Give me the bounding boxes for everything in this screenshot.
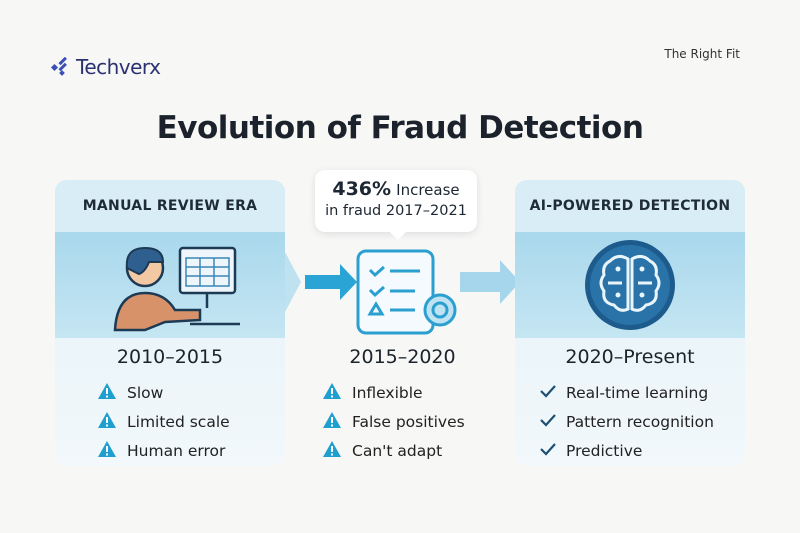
list-item: Predictive <box>515 436 745 465</box>
era-label: 2015–2020 <box>349 346 456 368</box>
tagline: The Right Fit <box>664 47 740 61</box>
warning-icon <box>97 440 117 462</box>
brain-icon <box>585 240 675 330</box>
stat-value: 436% <box>332 178 392 200</box>
stat-callout: 436% Increase in fraud 2017–2021 <box>315 170 477 240</box>
list-item: Pattern recognition <box>515 407 745 436</box>
list-item: Can't adapt <box>290 436 515 465</box>
techverx-logo-icon <box>50 57 67 76</box>
warning-icon <box>322 382 342 404</box>
list-item: Human error <box>55 436 285 465</box>
brand-logo: Techverx <box>50 55 161 79</box>
page-title: Evolution of Fraud Detection <box>156 110 644 146</box>
list-item: Slow <box>55 378 285 407</box>
list-item: Inflexible <box>290 378 515 407</box>
warning-icon <box>322 440 342 462</box>
list-item: Real-time learning <box>515 378 745 407</box>
check-icon <box>540 413 556 431</box>
check-icon <box>540 442 556 460</box>
stage-manual-review: MANUAL REVIEW ERA 2010–2015 Slow Limited… <box>55 180 285 466</box>
checklist-gear-icon <box>356 249 457 335</box>
list-item: False positives <box>290 407 515 436</box>
warning-icon <box>97 411 117 433</box>
era-label: 2020–Present <box>565 346 695 368</box>
person-at-computer-icon <box>113 246 240 331</box>
check-icon <box>540 384 556 402</box>
flow-arrows-icon <box>285 252 520 312</box>
list-item: Limited scale <box>55 407 285 436</box>
era-label: 2010–2015 <box>116 346 224 368</box>
warning-icon <box>322 411 342 433</box>
stat-description: in fraud 2017–2021 <box>325 203 467 219</box>
stage-rules-based: 2015–2020 Inflexible False positives Can… <box>285 180 520 466</box>
stage-heading: AI-POWERED DETECTION <box>515 180 745 232</box>
stage-heading: MANUAL REVIEW ERA <box>55 180 285 232</box>
brand-name: Techverx <box>76 55 161 79</box>
warning-icon <box>97 382 117 404</box>
stage-ai-powered: AI-POWERED DETECTION 2020–Present Real-t… <box>515 180 745 466</box>
